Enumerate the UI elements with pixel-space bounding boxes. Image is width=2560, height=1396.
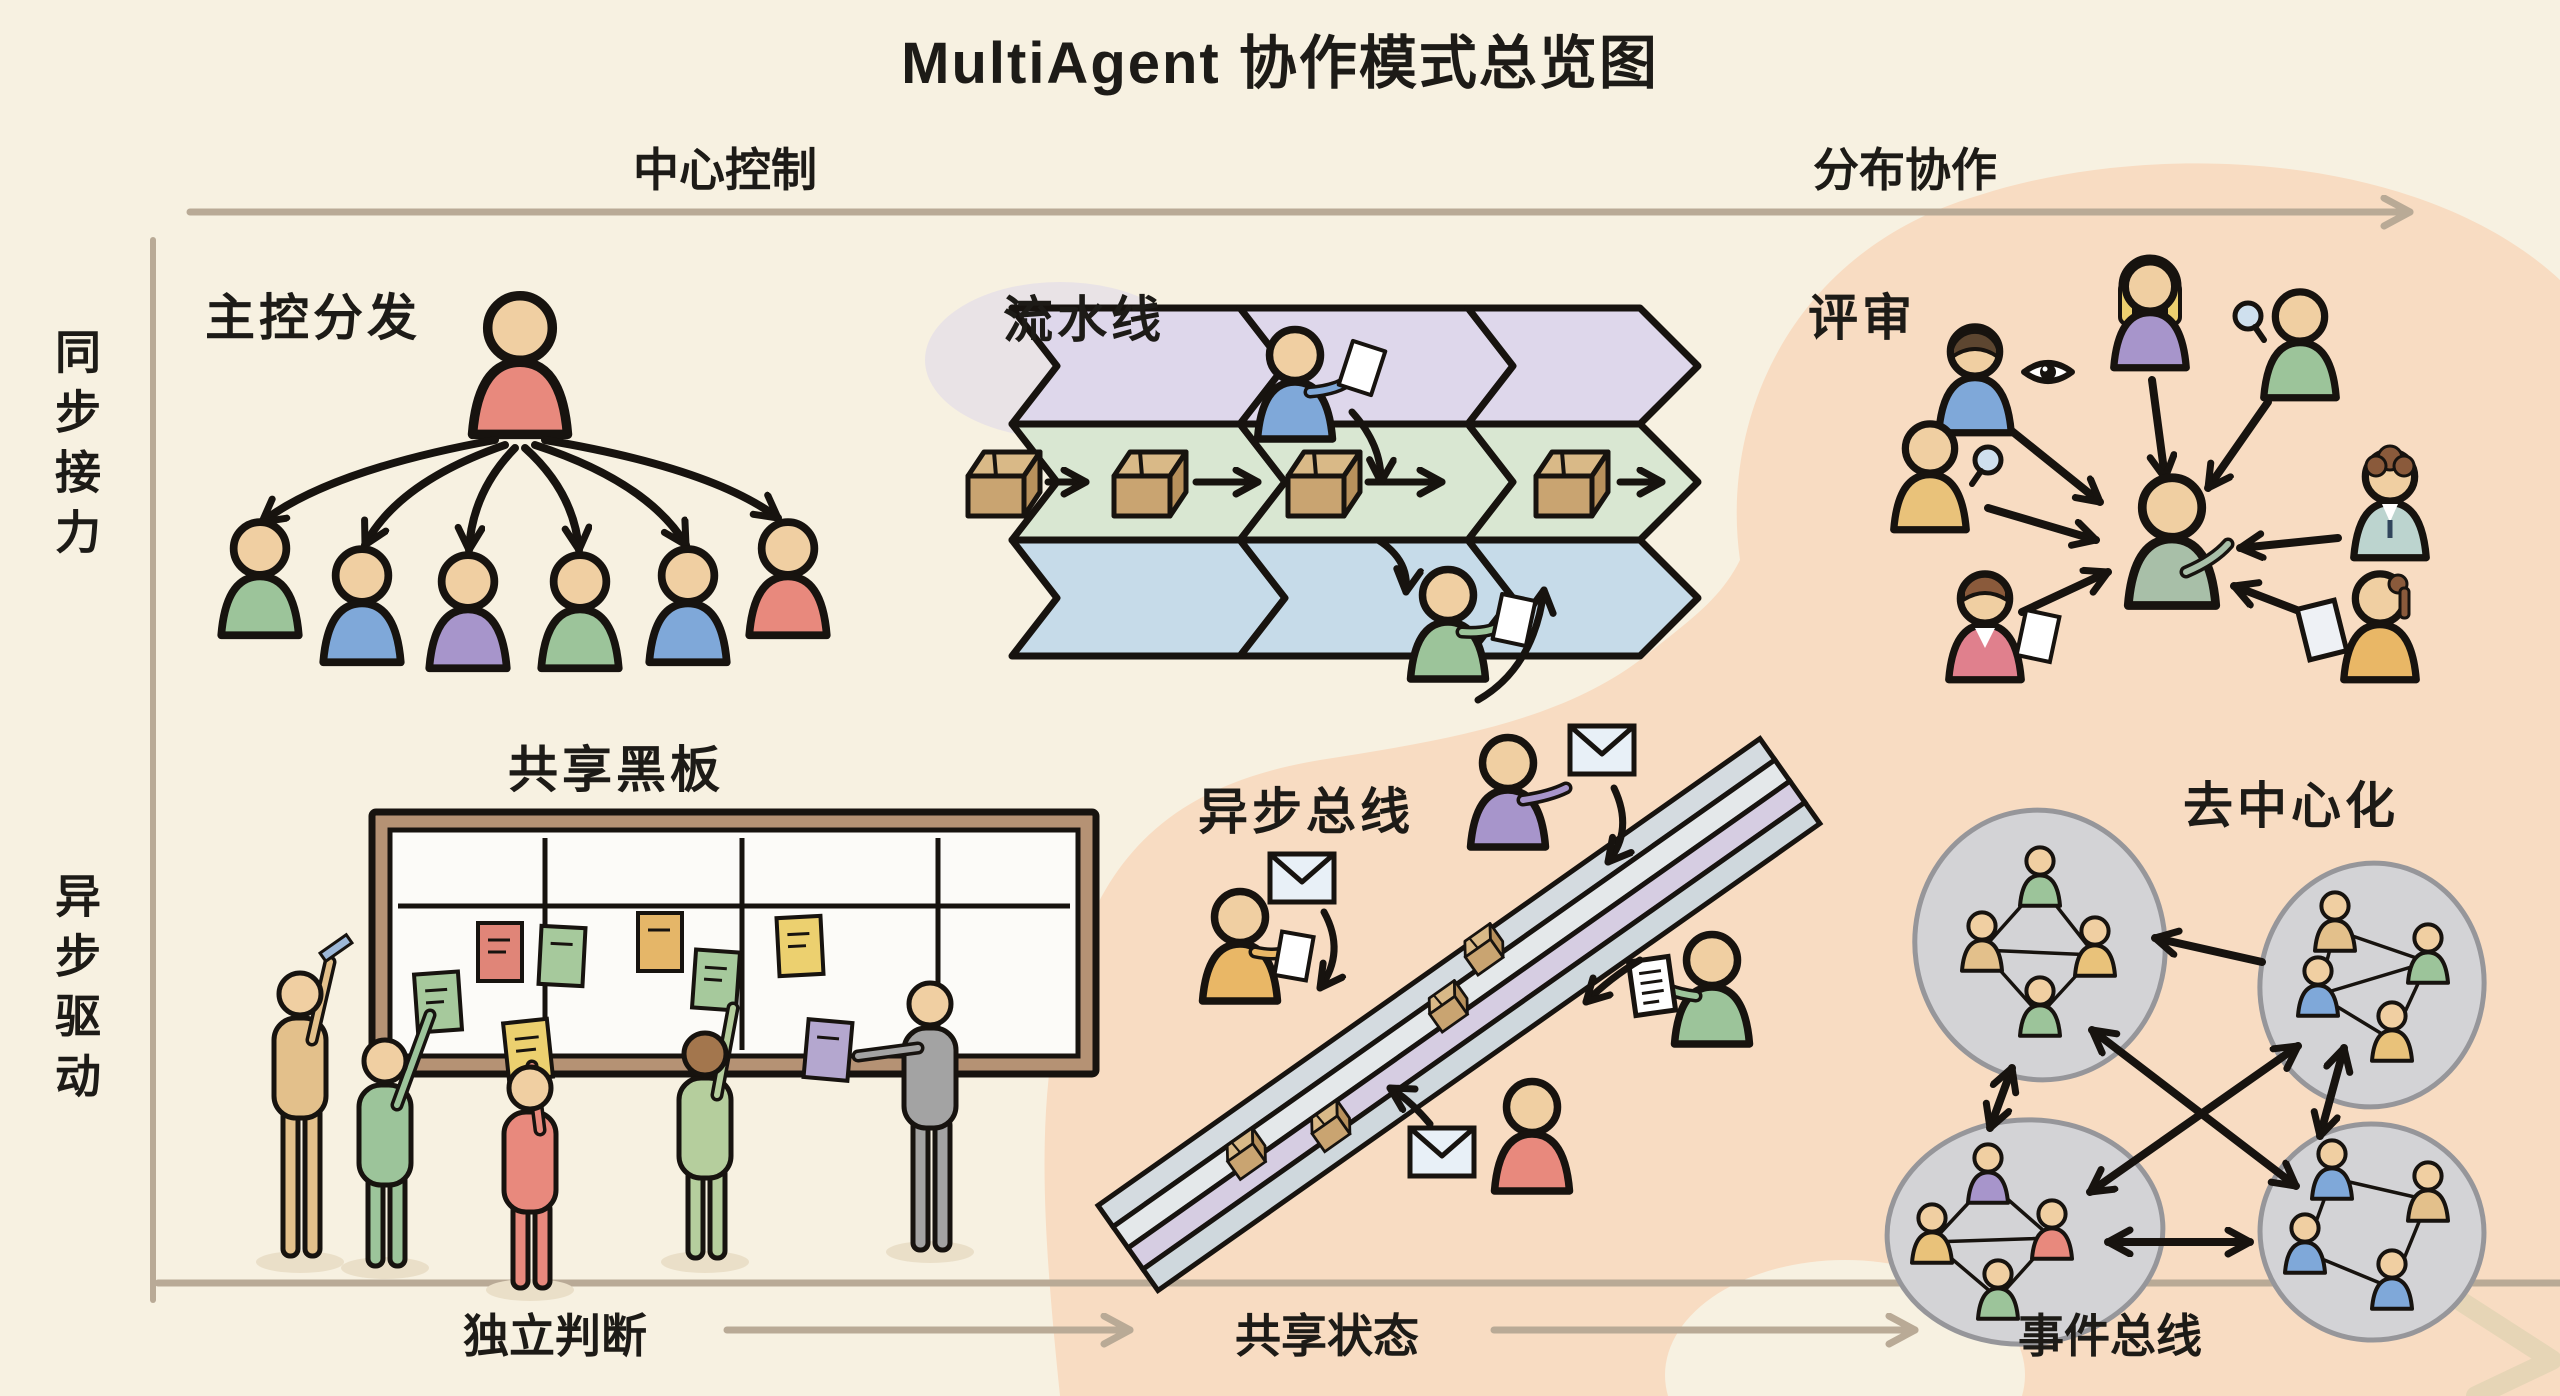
document-icon [1625,953,1679,1019]
pen-icon [317,932,355,964]
document-icon [1490,591,1538,649]
figure-shadows [256,1241,974,1301]
reviewer-agent [2354,444,2427,558]
bus-publisher-top [1471,726,1635,866]
panel-shared-blackboard [256,808,1100,1301]
package-box-icon [1288,452,1360,516]
envelope-icon [1270,854,1334,902]
worker-agent-icon [323,549,401,662]
document-icon [2294,597,2350,663]
reviewer-agent [2114,254,2187,368]
document-icon [1272,929,1316,983]
worker-agent-icon [749,522,827,635]
eye-icon [2021,360,2075,384]
left-axis-bottom-label: 异步驱动 [49,872,101,1112]
panel-async-bus [1094,726,1824,1294]
board-agent [676,1001,740,1261]
diagram-title: MultiAgent 协作模式总览图 [901,31,1659,96]
pipeline-flow-arrows [1044,408,1666,704]
bottom-axis-label-shared-state: 共享状态 [1235,1310,1419,1362]
document-icon [1336,338,1388,398]
panel-review [1894,254,2427,680]
board-agent [356,1008,437,1269]
cluster-arrows [1990,938,2344,1242]
review-center-agent [2128,478,2235,606]
bottom-axis-label-event-bus: 事件总线 [2018,1310,2202,1362]
panel-label-shared-blackboard: 共享黑板 [508,742,724,798]
panel-master-dispatch [221,296,827,669]
master-agent-icon [473,296,568,435]
worker-agent-icon [221,522,299,635]
worker-agent-icon [541,555,619,668]
board-agent [851,980,959,1253]
pipeline-worker-top [1258,330,1388,440]
panel-label-master-dispatch: 主控分发 [205,290,421,346]
pipeline-worker-bottom [1411,570,1538,680]
envelope-icon [1410,1128,1474,1176]
worker-agent-icon [429,555,507,668]
cluster-links [1930,883,2430,1300]
corner-chevron-decoration [2452,1292,2560,1396]
top-axis-left-label: 中心控制 [633,144,817,196]
document-icon [2014,607,2062,665]
panel-label-async-bus: 异步总线 [1198,784,1414,840]
bus-reader-right [1582,935,1750,1045]
panel-pipeline [968,304,1702,704]
review-arrows [1984,376,2342,626]
panel-label-pipeline: 流水线 [1003,292,1165,348]
bottom-axis-label-independent: 独立判断 [463,1310,647,1362]
bus-publisher-bottom [1386,1082,1570,1192]
board-agent-with-pen [271,932,355,1259]
panel-label-decentralized: 去中心化 [2183,778,2399,834]
top-axis-right-label: 分布协作 [1813,144,1997,196]
reviewer-agent [1949,574,2022,680]
panel-label-review: 评审 [1808,290,1916,346]
package-box-icon [1114,452,1186,516]
magnifier-icon [2232,300,2267,343]
bus-publisher-left [1203,854,1335,1001]
panel-decentralized [1884,807,2487,1347]
board-agent [501,1059,559,1291]
package-box-icon [1536,452,1608,516]
reviewer-agent [2344,574,2417,680]
envelope-icon [1570,726,1634,774]
package-box-icon [968,452,1040,516]
magnifier-icon [1969,444,2004,487]
worker-agent-icon [649,549,727,662]
left-axis-top-label: 同步接力 [49,328,101,568]
reviewer-agent [1939,327,2012,433]
dispatch-arrows [258,436,782,554]
whiteboard-surface [387,827,1081,1059]
sticky-notes [411,911,855,1084]
